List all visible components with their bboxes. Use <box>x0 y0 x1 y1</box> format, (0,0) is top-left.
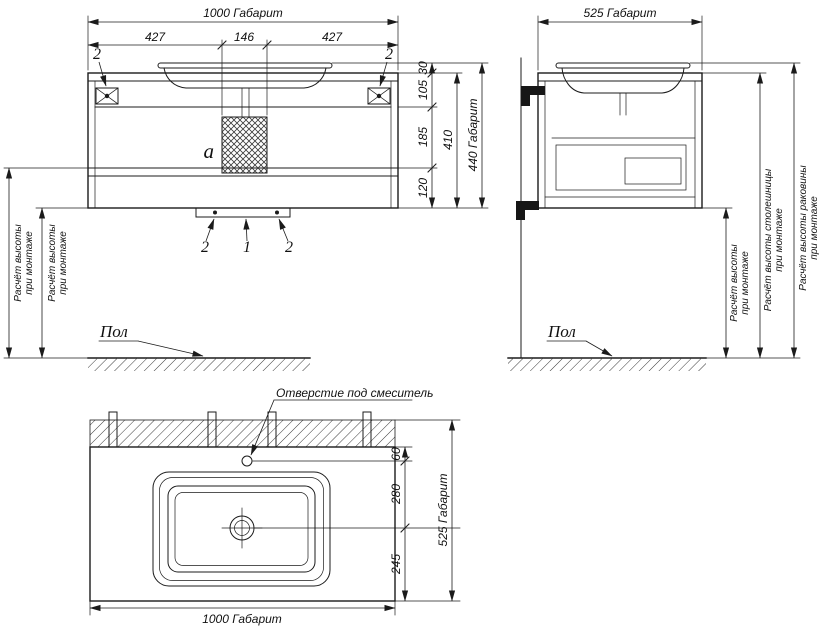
dim-105: 105 <box>416 80 430 100</box>
side-floor <box>507 357 707 371</box>
note-mount1-line2: при монтаже <box>24 231 35 295</box>
side-floor-label: Пол <box>546 322 613 357</box>
dim-427-left: 427 <box>145 30 166 44</box>
side-sink-basin <box>555 62 691 116</box>
pos-2-top-right: 2 <box>385 46 393 63</box>
dim-280: 280 <box>389 484 403 505</box>
side-floor-text: Пол <box>547 322 576 341</box>
front-sink-basin <box>157 62 333 118</box>
dim-525-top: 525 Габарит <box>436 474 450 547</box>
note-sink-height-line2: при монтаже <box>809 196 820 260</box>
top-view: Отверстие под смеситель 60 280 245 525 Г… <box>89 386 461 626</box>
dim-146: 146 <box>234 30 254 44</box>
pos-2-bottom-right: 2 <box>285 239 293 256</box>
front-floor <box>87 357 311 371</box>
dim-1000-top: 1000 Габарит <box>202 612 282 626</box>
front-view: a 427 146 427 1000 Габарит <box>3 6 489 371</box>
note-side-mount-line2: при монтаже <box>740 251 751 315</box>
side-view: 525 Габарит Расчёт высоты при монтаже Ра… <box>507 6 820 371</box>
top-wall-strip <box>89 411 396 448</box>
side-bracket-bottom <box>516 201 539 220</box>
faucet-hole <box>241 455 253 467</box>
side-bracket-top <box>521 86 545 106</box>
dim-440-gabarit: 440 Габарит <box>466 99 480 172</box>
front-right-dimensions: 30 105 185 120 410 440 Габарит <box>331 61 489 209</box>
pos-2-bottom-left: 2 <box>201 239 209 256</box>
dim-245: 245 <box>389 554 403 575</box>
pos-2-top-left: 2 <box>93 46 101 63</box>
side-top-dimension: 525 Габарит <box>537 6 703 71</box>
front-bracket-right <box>367 87 391 105</box>
front-floor-text: Пол <box>99 322 128 341</box>
front-plinth <box>195 207 291 218</box>
dim-185: 185 <box>416 127 430 147</box>
side-right-dimensions: Расчёт высоты при монтаже Расчёт высоты … <box>689 62 820 359</box>
front-position-callouts: 2 2 2 1 2 <box>93 46 393 256</box>
note-countertop-line2: при монтаже <box>774 208 785 272</box>
dim-427-right: 427 <box>322 30 343 44</box>
front-bracket-left <box>95 87 119 105</box>
faucet-note-text: Отверстие под смеситель <box>276 386 433 400</box>
top-countertop <box>89 446 396 602</box>
note-mount2-line1: Расчёт высоты <box>47 224 58 302</box>
note-side-mount-line1: Расчёт высоты <box>729 244 740 322</box>
detail-a-label: a <box>204 139 215 163</box>
pos-1-bottom: 1 <box>243 239 251 256</box>
top-bottom-dimension: 1000 Габарит <box>89 600 396 626</box>
note-sink-height-line1: Расчёт высоты раковины <box>798 165 809 291</box>
note-countertop-line1: Расчёт высоты столешницы <box>763 168 774 311</box>
dim-1000-front: 1000 Габарит <box>203 6 283 20</box>
front-left-dimensions: Расчёт высоты при монтаже Расчёт высоты … <box>3 167 89 359</box>
side-cabinet-outline <box>537 72 703 209</box>
dim-525-side: 525 Габарит <box>584 6 657 20</box>
front-siphon-block <box>221 116 268 174</box>
dim-30: 30 <box>416 61 430 75</box>
note-mount2-line2: при монтаже <box>58 231 69 295</box>
faucet-note: Отверстие под смеситель <box>250 386 433 456</box>
dim-120: 120 <box>416 178 430 198</box>
top-sink-outline <box>152 471 331 587</box>
front-floor-label: Пол <box>98 322 204 357</box>
dim-60: 60 <box>389 447 403 461</box>
top-right-dimensions: 60 280 245 525 Габарит <box>252 419 461 602</box>
front-top-dimensions: 427 146 427 1000 Габарит <box>87 6 399 116</box>
note-mount1-line1: Расчёт высоты <box>13 224 24 302</box>
dim-410: 410 <box>441 130 455 150</box>
